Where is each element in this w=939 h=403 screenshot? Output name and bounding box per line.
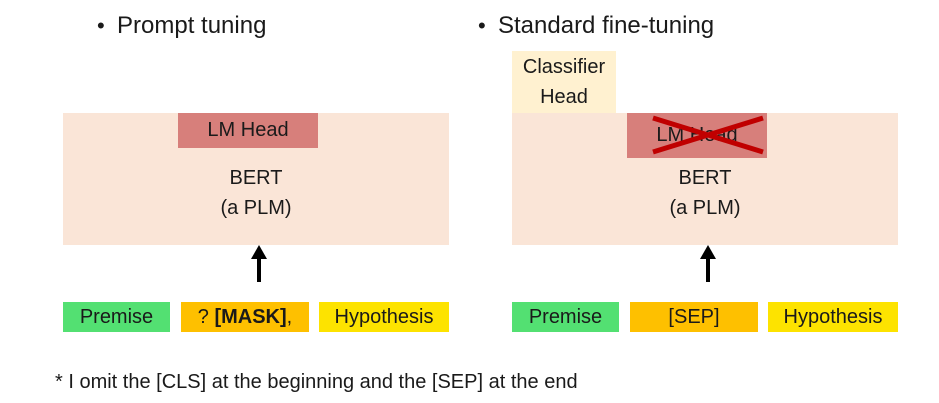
mask-suffix: , [286,305,293,328]
left-premise-label: Premise [79,305,154,328]
bullet: • [97,13,105,38]
cross-out-icon [652,115,764,155]
sep-label: [SEP] [668,305,720,328]
right-arrow-up-icon [700,245,716,259]
footnote: * I omit the [CLS] at the beginning and … [55,371,578,393]
standard-fine-tuning-title: Standard fine-tuning [498,12,715,39]
left-bert-name: BERT [229,167,283,189]
left-hypothesis-token: Hypothesis [319,302,449,332]
prompt-tuning-heading: • Prompt tuning [97,12,266,40]
classifier-head-line2: Head [540,86,588,108]
right-lm-head-removed: LM Head [627,113,767,158]
right-premise-label: Premise [528,305,603,328]
bullet: • [478,13,486,38]
left-hypothesis-label: Hypothesis [334,305,434,328]
left-lm-head-label: LM Head [207,119,289,141]
right-arrow-shaft [706,258,710,282]
left-bert-sub: (a PLM) [220,197,292,219]
classifier-head: Classifier Head [512,51,616,113]
standard-fine-tuning-heading: • Standard fine-tuning [478,12,714,40]
right-bert-label: BERT (a PLM) [512,163,898,223]
left-arrow-shaft [257,258,261,282]
right-hypothesis-token: Hypothesis [768,302,898,332]
right-bert-name: BERT [678,167,732,189]
prompt-tuning-title: Prompt tuning [117,12,267,39]
classifier-head-line1: Classifier [522,56,606,78]
right-hypothesis-label: Hypothesis [783,305,883,328]
right-sep-token: [SEP] [630,302,758,332]
mask-keyword: [MASK] [214,305,287,328]
right-premise-token: Premise [512,302,619,332]
mask-prefix: ? [197,305,215,328]
left-arrow-up-icon [251,245,267,259]
right-bert-sub: (a PLM) [669,197,741,219]
left-premise-token: Premise [63,302,170,332]
left-lm-head: LM Head [178,113,318,148]
right-lm-head-label: LM Head [656,124,738,146]
left-mask-token: ? [MASK], [181,302,309,332]
left-bert-label: BERT (a PLM) [63,163,449,223]
